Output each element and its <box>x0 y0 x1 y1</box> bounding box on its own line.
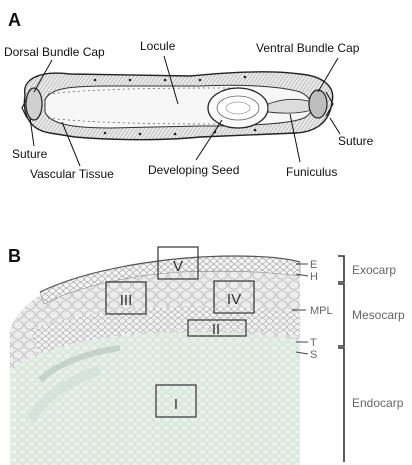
bracket-endocarp <box>338 348 344 462</box>
bracket-mesocarp <box>338 284 344 346</box>
micrograph <box>10 256 300 465</box>
label-layer-e: E <box>310 259 317 271</box>
zone-brackets <box>338 256 344 462</box>
label-box-v: V <box>173 258 183 275</box>
label-zone-endocarp: Endocarp <box>352 396 404 410</box>
dorsal-bundle-cap <box>26 88 42 120</box>
panel-a-letter: A <box>8 10 21 30</box>
label-suture-right: Suture <box>338 134 374 148</box>
label-locule: Locule <box>140 39 176 53</box>
pod-cross-section <box>22 72 333 140</box>
label-box-ii: II <box>212 321 220 338</box>
label-zone-mesocarp: Mesocarp <box>352 308 405 322</box>
bracket-exocarp <box>338 256 344 282</box>
developing-seed-inner <box>217 96 259 120</box>
leader-suture-right <box>330 118 340 134</box>
label-box-iv: IV <box>227 291 241 308</box>
label-funiculus: Funiculus <box>286 165 337 179</box>
ventral-bundle-cap <box>309 90 327 118</box>
label-box-iii: III <box>120 292 133 309</box>
label-layer-h: H <box>310 271 318 283</box>
label-developing-seed: Developing Seed <box>148 163 239 177</box>
label-layer-mpl: MPL <box>310 305 333 317</box>
label-dorsal-bundle-cap: Dorsal Bundle Cap <box>4 45 105 59</box>
panel-b: B V III IV II I <box>8 246 405 465</box>
panel-a: A <box>4 10 374 181</box>
label-vascular-tissue: Vascular Tissue <box>30 167 114 181</box>
label-layer-s: S <box>310 349 317 361</box>
label-suture-left: Suture <box>12 147 48 161</box>
label-box-i: I <box>174 396 178 413</box>
label-ventral-bundle-cap: Ventral Bundle Cap <box>256 41 360 55</box>
panel-b-letter: B <box>8 246 21 266</box>
label-zone-exocarp: Exocarp <box>352 263 396 277</box>
label-layer-t: T <box>310 337 317 349</box>
